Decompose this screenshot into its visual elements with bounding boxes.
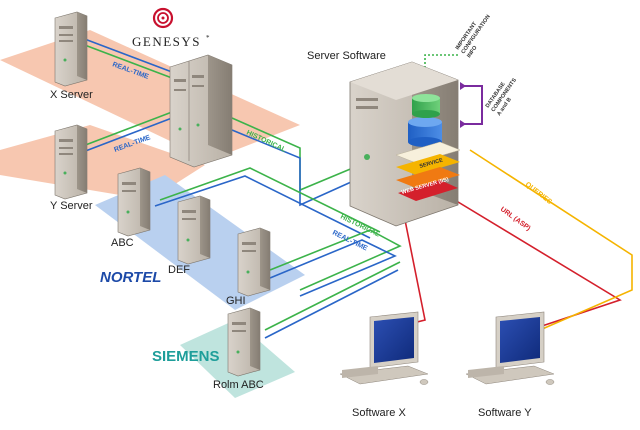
wire-hist-siemens [264, 261, 401, 331]
workstation-y [465, 311, 555, 385]
label-url: URL (ASP) [499, 206, 532, 232]
server-led [364, 154, 370, 160]
wire-realtime-main [231, 129, 361, 207]
workstation-x [339, 311, 429, 385]
genesys-main-server [169, 54, 233, 168]
label-y-server: Y Server [50, 200, 93, 212]
label-rolm: Rolm ABC [213, 379, 264, 391]
keyboard-y [465, 365, 555, 385]
label-abc: ABC [111, 237, 134, 249]
y-server-tower [54, 124, 88, 200]
x-server-tower [54, 11, 88, 87]
genesys-logo: GENESYS * [132, 7, 210, 49]
label-ghi: GHI [226, 295, 246, 307]
wire-queries [469, 149, 633, 331]
bracket-arrow-top [460, 82, 466, 90]
label-server-software: Server Software [307, 50, 386, 62]
server-software-box: SERVICE WEB SERVER (IIS) [349, 61, 461, 227]
genesys-trademark: * [206, 34, 210, 42]
service-plate [396, 154, 460, 175]
abc-tower [117, 167, 151, 237]
def-tower [177, 195, 211, 265]
label-queries: QUERIES [524, 181, 553, 206]
monitor-screen-y [500, 317, 540, 363]
keyboard-x [339, 365, 429, 385]
wire-rt-ghi [269, 239, 397, 297]
mouse-y [545, 379, 555, 385]
bracket-arrow-bottom [460, 120, 466, 128]
monitor-screen-x [374, 317, 414, 363]
wire-realtime-nortel [154, 175, 371, 239]
genesys-swirl-icon [152, 7, 174, 29]
wire-hist-x [81, 43, 173, 79]
nortel-logo: NORTEL [100, 269, 161, 286]
label-software-x: Software X [352, 407, 406, 419]
wire-config-dotted [424, 54, 460, 100]
db-components-annotation: DATABASE COMPONENTS A and B [485, 77, 518, 117]
db-bracket [462, 85, 483, 125]
wire-realtime-x [81, 37, 173, 73]
mouse-x [419, 379, 429, 385]
siemens-logo: SIEMENS [152, 348, 220, 365]
web-server-plate [398, 180, 458, 201]
ghi-tower [237, 227, 271, 297]
genesys-wordmark: GENESYS [132, 34, 201, 49]
rolm-tower [227, 307, 261, 377]
label-def: DEF [168, 264, 190, 276]
wire-realtime-y [74, 117, 173, 156]
wires [74, 37, 633, 339]
label-x-server: X Server [50, 89, 93, 101]
wire-url-y [429, 184, 622, 331]
wire-hist-y [74, 111, 173, 150]
label-software-y: Software Y [478, 407, 532, 419]
database-icon [408, 94, 442, 147]
wire-historical-nortel [159, 167, 381, 233]
config-info-annotation: IMPORTANT CONFIGURATION INFO [455, 14, 492, 59]
wire-hist-ghi [269, 229, 402, 291]
wire-rt-siemens [264, 269, 399, 339]
